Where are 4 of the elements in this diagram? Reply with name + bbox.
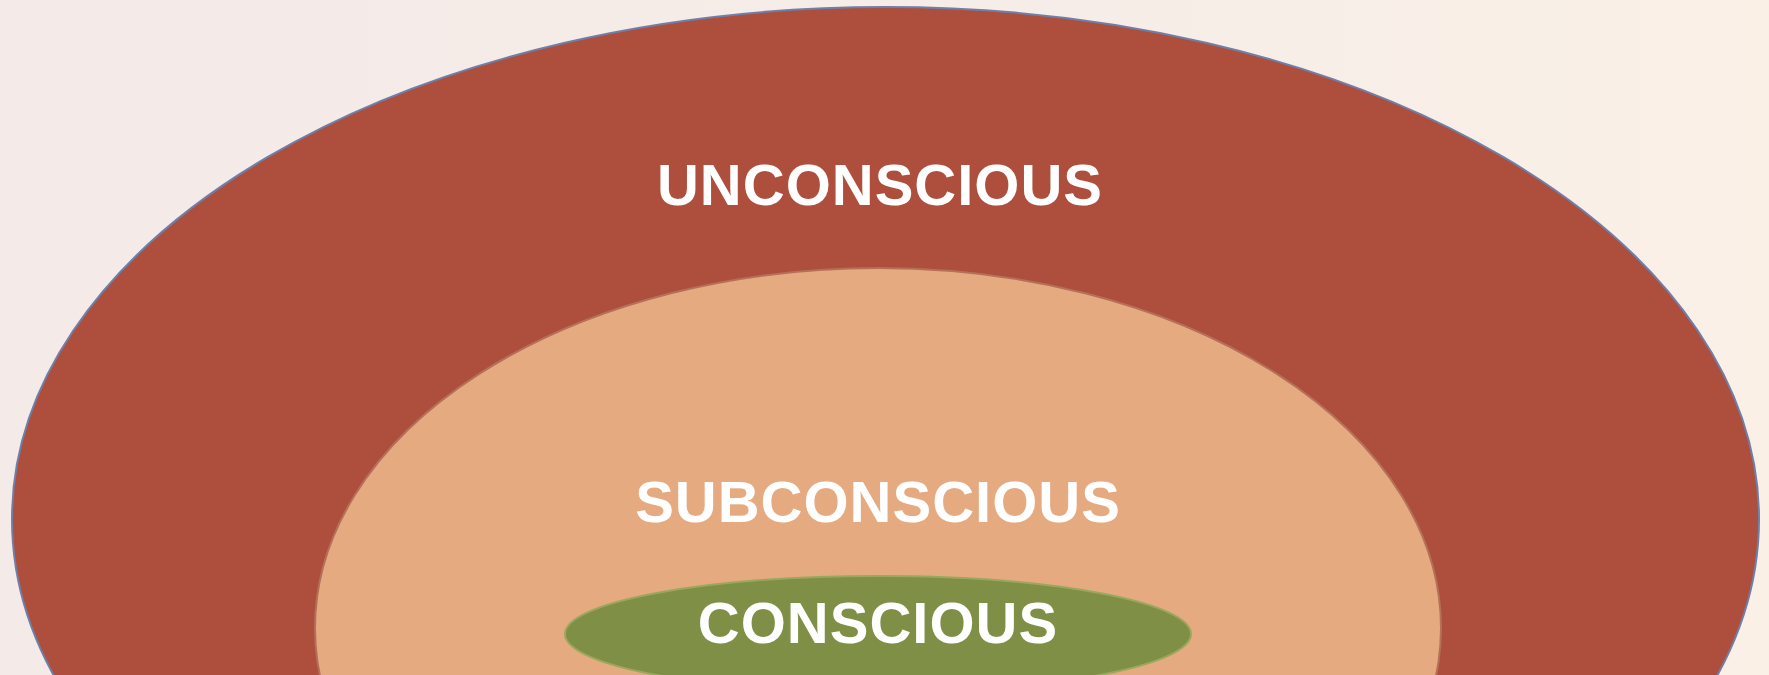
region-label: CONSCIOUS bbox=[697, 588, 1059, 656]
region-label: UNCONSCIOUS bbox=[657, 150, 1103, 218]
region-label: SUBCONSCIOUS bbox=[635, 467, 1121, 535]
ellipse-region bbox=[564, 575, 1192, 675]
